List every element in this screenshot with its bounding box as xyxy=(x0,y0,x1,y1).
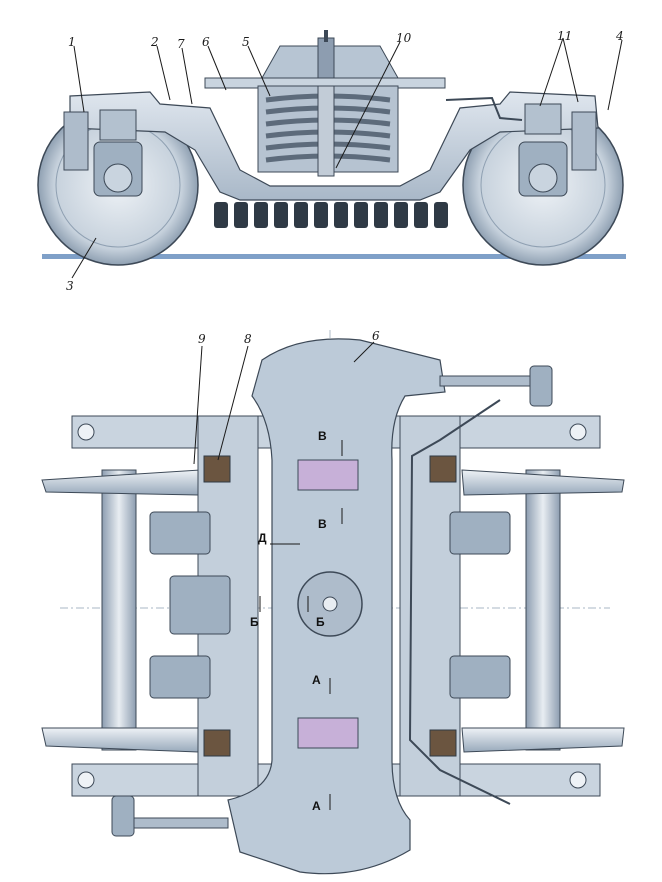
axle-guide-blocks xyxy=(203,455,457,757)
callout-6-plan: 6 xyxy=(372,329,380,343)
side-bearer-bottom xyxy=(297,717,359,749)
callout-6: 6 xyxy=(202,35,210,49)
rail xyxy=(42,254,626,259)
section-mark-b2: Б xyxy=(316,615,325,629)
callout-2: 2 xyxy=(150,35,159,49)
side-frame xyxy=(69,91,599,201)
callout-10: 10 xyxy=(396,31,412,45)
air-pipe xyxy=(408,399,511,805)
axle-box-icon xyxy=(93,109,143,197)
callout-5: 5 xyxy=(242,35,250,49)
wheel-icon xyxy=(41,469,625,753)
section-mark-d: Д xyxy=(258,531,267,545)
brake-cylinder-icon xyxy=(63,111,597,171)
section-mark-a1: А xyxy=(312,673,321,687)
axle-right xyxy=(525,469,561,751)
brake-cylinder-icon xyxy=(149,511,511,699)
side-bearer-top xyxy=(297,459,359,491)
elastic-elements xyxy=(214,202,448,228)
callout-7: 7 xyxy=(177,37,185,51)
axle-left xyxy=(101,469,137,751)
callout-3: 3 xyxy=(66,279,74,293)
spring-coil-icon xyxy=(257,85,399,177)
callout-4: 4 xyxy=(615,29,624,43)
plan-view: 9 8 6 В В Д Б Б А А xyxy=(41,329,625,875)
section-mark-v1: В xyxy=(318,429,327,443)
king-pin xyxy=(317,37,335,79)
section-mark-b1: Б xyxy=(250,615,259,629)
traction-rod xyxy=(439,375,541,387)
axle-box-icon xyxy=(518,103,568,197)
shock-absorber-icon xyxy=(317,85,335,177)
section-mark-a2: А xyxy=(312,799,321,813)
callout-11: 11 xyxy=(557,29,572,43)
callout-8: 8 xyxy=(244,332,252,346)
callout-9: 9 xyxy=(198,332,206,346)
callout-1: 1 xyxy=(68,35,76,49)
brake-pipe xyxy=(445,96,523,121)
section-mark-v2: В xyxy=(318,517,327,531)
side-view: 1 2 7 6 5 10 11 4 3 xyxy=(37,29,626,293)
